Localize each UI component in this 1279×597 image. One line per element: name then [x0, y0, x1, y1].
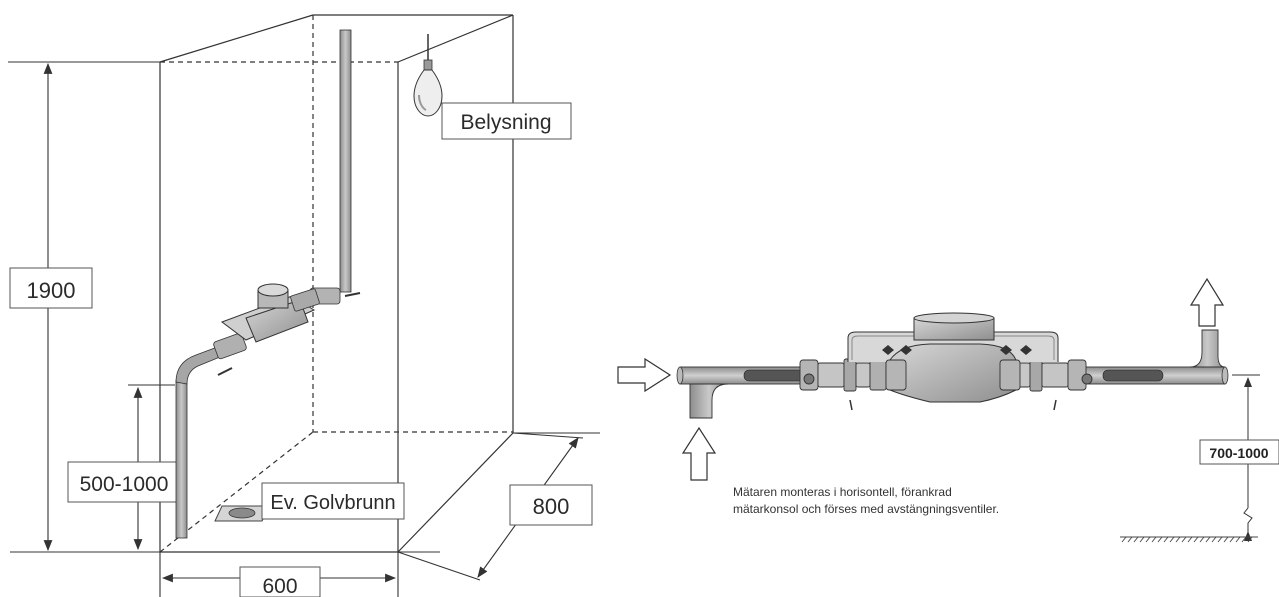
note-line-2: mätarkonsol och förses med avstängningsv…	[733, 502, 999, 516]
width-label-box	[239, 566, 321, 597]
lighting-label-box	[441, 102, 572, 140]
inlet-arrow-up	[681, 426, 717, 481]
ground-hatch	[1120, 536, 1258, 543]
note-line-1: Mätaren monteras i horisontell, förankra…	[733, 485, 952, 499]
light-bulb-icon	[413, 34, 443, 117]
cabinet-box	[159, 14, 514, 553]
height-range-label: 700-1000	[1209, 445, 1268, 461]
water-meter-left	[220, 283, 320, 343]
inlet-arrow-horizontal	[617, 357, 672, 393]
floor-line	[10, 432, 600, 553]
floor-drain-label: Ev. Golvbrunn	[270, 492, 395, 514]
height-range-label-box	[1199, 439, 1279, 465]
lighting-label: Belysning	[460, 111, 551, 134]
meter-height-label-box	[67, 461, 181, 503]
depth-label-box	[509, 484, 593, 526]
height-dimension-right	[1232, 374, 1260, 541]
height-label-box	[9, 267, 93, 309]
outlet-arrow-up	[1189, 277, 1225, 327]
water-meter-right	[847, 312, 1059, 411]
meter-height-label: 500-1000	[80, 473, 169, 496]
shutoff-valve-left	[799, 358, 887, 392]
depth-label: 800	[533, 494, 570, 519]
height-total-label: 1900	[27, 278, 76, 303]
floor-drain-label-box	[261, 482, 405, 520]
width-label: 600	[262, 575, 297, 597]
